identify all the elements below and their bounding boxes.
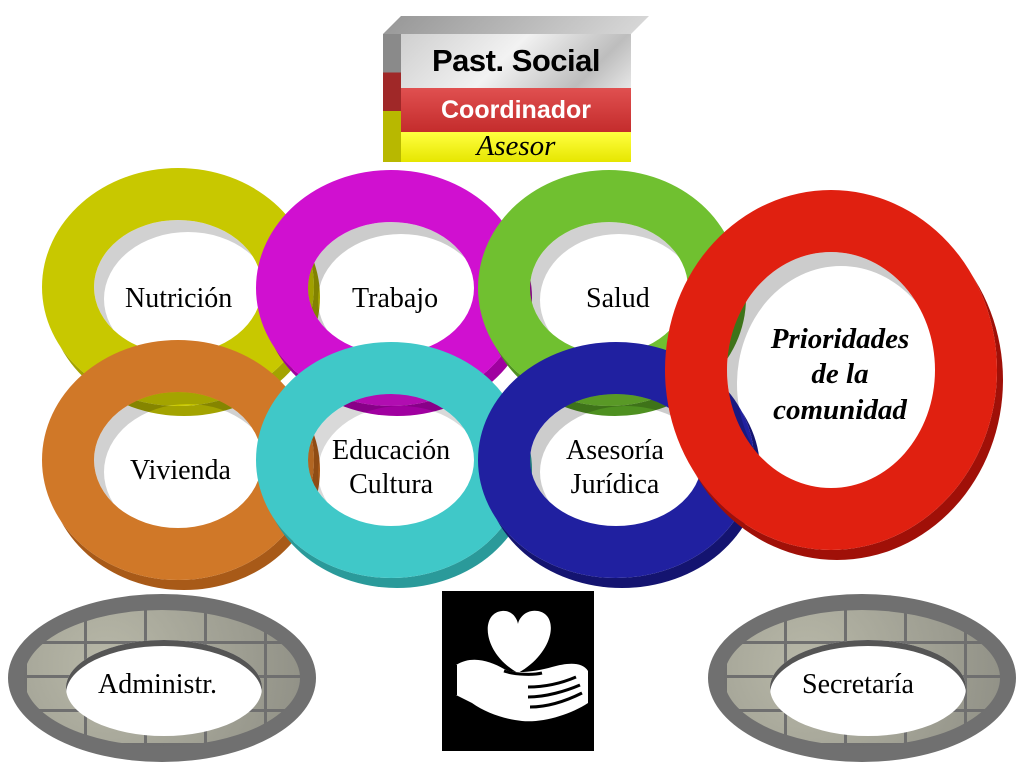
heart-in-hand-icon [442, 591, 594, 751]
label-vivienda: Vivienda [130, 455, 231, 486]
role-block: Past. Social Coordinador Asesor [383, 16, 649, 162]
label-asesoria-line2: Jurídica [570, 468, 660, 500]
label-educacion-line2: Cultura [349, 468, 434, 500]
ring-secretaria-hole [770, 640, 966, 736]
block-band-asesor: Asesor [401, 132, 631, 162]
ring-administr-hole [66, 640, 262, 736]
block-band-past-social: Past. Social [401, 34, 631, 88]
label-educacion-line1: Educación [332, 435, 451, 466]
label-asesoria: Asesoría Jurídica [566, 434, 664, 501]
block-band-coordinador: Coordinador [401, 88, 631, 132]
label-salud: Salud [586, 283, 650, 314]
label-secretaria: Secretaría [802, 669, 914, 700]
label-prioridades-line3: comunidad [773, 393, 907, 426]
block-side-face [383, 34, 401, 162]
label-prioridades-line1: Prioridades [770, 323, 910, 355]
label-asesoria-line1: Asesoría [566, 435, 664, 466]
label-educacion: Educación Cultura [332, 434, 450, 501]
label-trabajo: Trabajo [352, 283, 439, 314]
label-nutricion: Nutrición [125, 283, 233, 314]
heart-in-hand-svg [455, 610, 588, 722]
label-administr: Administr. [98, 669, 218, 700]
label-prioridades: Prioridades de la comunidad [750, 322, 930, 428]
label-prioridades-line2: de la [811, 358, 869, 391]
block-top-face [383, 16, 649, 34]
